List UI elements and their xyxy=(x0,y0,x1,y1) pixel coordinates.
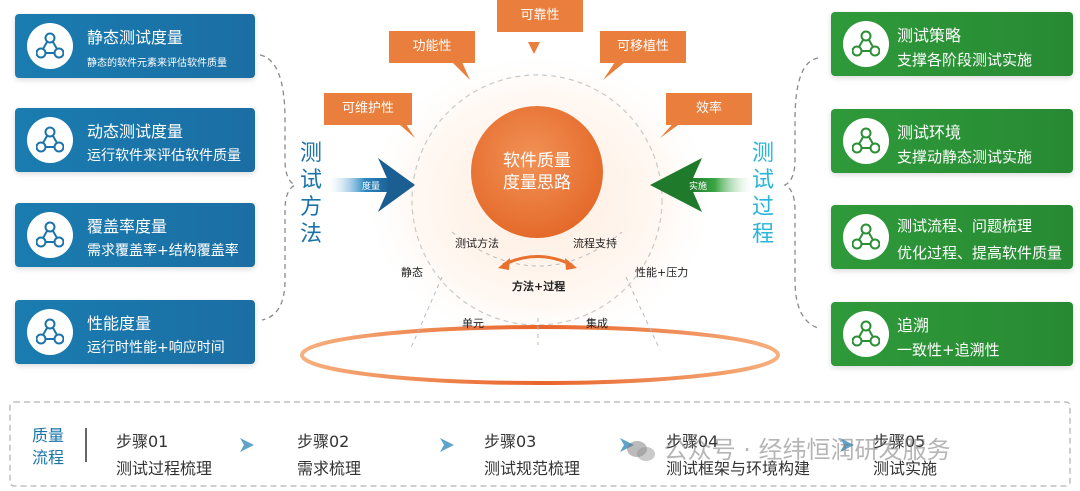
network-icon xyxy=(843,21,889,67)
core-circle xyxy=(471,106,603,238)
right-card-strategy: 测试策略 支撑各阶段测试实施 xyxy=(831,12,1073,76)
left-bracket xyxy=(259,54,297,321)
label-static: 静态 xyxy=(401,266,423,279)
left-card-coverage: 覆盖率度量 需求覆盖率+结构覆盖率 xyxy=(15,203,255,267)
card-title: 测试流程、问题梳理 xyxy=(897,217,1033,235)
step-3-title: 步骤03 xyxy=(484,432,537,451)
network-icon xyxy=(27,23,73,69)
center-title-line1: 软件质量 xyxy=(503,151,571,171)
center-title-line2: 度量思路 xyxy=(503,173,571,193)
card-desc: 需求覆盖率+结构覆盖率 xyxy=(87,243,239,259)
step-1-desc: 测试过程梳理 xyxy=(116,459,213,478)
card-title: 测试环境 xyxy=(897,123,962,142)
card-title: 测试策略 xyxy=(897,26,962,45)
card-title: 静态测试度量 xyxy=(87,28,184,47)
callout-reliability: 可靠性 xyxy=(497,0,583,32)
card-title: 覆盖率度量 xyxy=(87,217,168,236)
step-5-title: 步骤05 xyxy=(873,432,926,451)
right-bracket xyxy=(783,57,819,329)
card-desc: 支撑各阶段测试实施 xyxy=(897,51,1033,69)
quality-label-line2: 流程 xyxy=(32,448,65,467)
label-perf-stress: 性能+压力 xyxy=(635,266,689,279)
card-desc: 一致性+追溯性 xyxy=(897,341,1000,359)
quality-label-line1: 质量 xyxy=(32,426,65,445)
left-card-dynamic: 动态测试度量 运行软件来评估软件质量 xyxy=(15,108,255,172)
card-title: 动态测试度量 xyxy=(87,122,184,141)
card-title: 性能度量 xyxy=(87,314,152,333)
step-2-title: 步骤02 xyxy=(297,432,350,451)
left-arrow-label: 度量 xyxy=(362,182,381,192)
step-4-desc: 测试框架与环境构建 xyxy=(666,459,811,478)
left-arrow xyxy=(328,158,415,212)
step-4-title: 步骤04 xyxy=(666,432,719,451)
label-integration: 集成 xyxy=(586,317,608,330)
left-card-performance: 性能度量 运行时性能+响应时间 xyxy=(15,300,255,364)
callout-portability: 可移植性 xyxy=(600,31,686,63)
quality-process-label: 质量 流程 xyxy=(32,425,64,469)
right-card-process: 测试流程、问题梳理 优化过程、提高软件质量 xyxy=(831,205,1073,269)
card-desc: 优化过程、提高软件质量 xyxy=(897,244,1063,262)
left-vertical-label: 测试方法 xyxy=(299,141,322,247)
left-card-static: 静态测试度量 静态的软件元素来评估软件质量 xyxy=(15,14,255,78)
watermark-text: 公众号 · 经纬恒润研发服务 xyxy=(663,436,951,464)
step-3-desc: 测试规范梳理 xyxy=(484,459,581,478)
step-1-title: 步骤01 xyxy=(116,432,169,451)
network-icon xyxy=(27,309,73,355)
card-desc: 支撑动静态测试实施 xyxy=(897,148,1033,166)
step-5-desc: 测试实施 xyxy=(873,459,938,478)
right-arrow xyxy=(650,158,752,212)
network-icon xyxy=(843,311,889,357)
callout-efficiency: 效率 xyxy=(666,93,752,125)
card-desc: 运行时性能+响应时间 xyxy=(87,340,225,356)
orange-ring xyxy=(300,325,780,385)
bottom-frame xyxy=(9,401,1071,487)
label-method-process: 方法+过程 xyxy=(512,280,566,293)
label-process-support: 流程支持 xyxy=(573,237,617,250)
right-card-traceability: 追溯 一致性+追溯性 xyxy=(831,302,1073,366)
callout-maintainability: 可维护性 xyxy=(324,93,412,125)
card-desc: 运行软件来评估软件质量 xyxy=(87,148,241,164)
network-icon xyxy=(843,214,889,260)
right-vertical-label: 测试过程 xyxy=(751,141,774,247)
network-icon xyxy=(27,117,73,163)
network-icon xyxy=(27,212,73,258)
outer-dashed-circle xyxy=(411,74,663,326)
right-arrow-label: 实施 xyxy=(689,182,708,192)
right-card-environment: 测试环境 支撑动静态测试实施 xyxy=(831,109,1073,173)
label-unit: 单元 xyxy=(462,317,484,330)
wechat-icon xyxy=(626,439,656,463)
callout-functionality: 功能性 xyxy=(389,31,475,63)
center-title: 软件质量 度量思路 xyxy=(471,150,603,194)
label-test-method: 测试方法 xyxy=(455,237,499,250)
card-title: 追溯 xyxy=(897,316,930,335)
card-desc: 静态的软件元素来评估软件质量 xyxy=(87,58,227,69)
network-icon xyxy=(843,118,889,164)
step-2-desc: 需求梳理 xyxy=(297,459,362,478)
watermark: 公众号 · 经纬恒润研发服务 xyxy=(626,430,951,465)
